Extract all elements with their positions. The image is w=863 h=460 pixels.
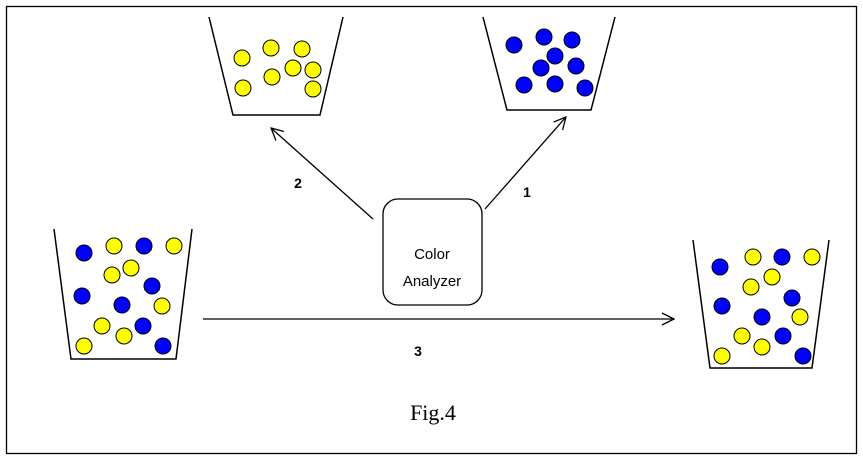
blue-ball bbox=[713, 297, 731, 315]
arrow-label-3: 3 bbox=[414, 343, 422, 359]
yellow-ball bbox=[763, 268, 781, 286]
yellow-ball bbox=[234, 79, 252, 97]
blue-ball bbox=[154, 337, 172, 355]
color-analyzer-box: Color Analyzer bbox=[382, 198, 483, 306]
blue-ball bbox=[134, 317, 152, 335]
yellow-ball bbox=[713, 347, 731, 365]
yellow-ball bbox=[304, 61, 322, 79]
blue-ball bbox=[505, 36, 523, 54]
yellow-ball bbox=[103, 266, 121, 284]
blue-ball bbox=[711, 258, 729, 276]
blue-ball bbox=[546, 47, 564, 65]
blue-ball bbox=[576, 79, 594, 97]
blue-ball bbox=[515, 76, 533, 94]
blue-ball bbox=[774, 327, 792, 345]
yellow-ball bbox=[293, 40, 311, 58]
blue-ball bbox=[753, 308, 771, 326]
yellow-ball bbox=[803, 248, 821, 266]
yellow-ball bbox=[93, 317, 111, 335]
yellow-ball bbox=[744, 248, 762, 266]
analyzer-box-outline bbox=[382, 198, 483, 306]
yellow-ball bbox=[742, 278, 760, 296]
blue-ball bbox=[783, 289, 801, 307]
yellow-ball bbox=[733, 327, 751, 345]
arrow-to-yellow-cup bbox=[271, 128, 374, 220]
blue-ball bbox=[75, 244, 93, 262]
yellow-ball bbox=[165, 237, 183, 255]
yellow-ball bbox=[262, 39, 280, 57]
figure-frame bbox=[5, 5, 858, 455]
yellow-ball bbox=[115, 327, 133, 345]
blue-ball bbox=[135, 237, 153, 255]
blue-ball bbox=[773, 248, 791, 266]
cup-blue-output bbox=[482, 16, 616, 111]
blue-ball bbox=[567, 57, 585, 75]
yellow-ball bbox=[153, 297, 171, 315]
yellow-ball bbox=[105, 237, 123, 255]
analyzer-label-line2: Analyzer bbox=[403, 273, 461, 290]
yellow-ball bbox=[753, 338, 771, 356]
blue-ball bbox=[546, 75, 564, 93]
figure-caption: Fig.4 bbox=[410, 400, 456, 425]
blue-ball bbox=[563, 31, 581, 49]
cup-yellow-output bbox=[208, 16, 344, 116]
yellow-ball bbox=[233, 49, 251, 67]
cup-source bbox=[53, 228, 193, 360]
blue-ball bbox=[532, 59, 550, 77]
cup-outline bbox=[53, 228, 193, 360]
blue-ball bbox=[73, 287, 91, 305]
yellow-ball bbox=[263, 68, 281, 86]
yellow-ball bbox=[122, 259, 140, 277]
cup-outline bbox=[208, 16, 344, 116]
blue-ball bbox=[794, 347, 812, 365]
cup-outline bbox=[692, 239, 830, 369]
blue-ball bbox=[143, 277, 161, 295]
cup-outline bbox=[482, 16, 616, 111]
arrow-label-1: 1 bbox=[523, 184, 531, 200]
blue-ball bbox=[113, 296, 131, 314]
cup-mixed-output bbox=[692, 239, 830, 369]
yellow-ball bbox=[791, 308, 809, 326]
arrow-to-blue-cup bbox=[484, 117, 566, 210]
yellow-ball bbox=[304, 80, 322, 98]
yellow-ball bbox=[75, 337, 93, 355]
arrow-label-2: 2 bbox=[294, 175, 302, 191]
yellow-ball bbox=[284, 59, 302, 77]
analyzer-label-line1: Color bbox=[414, 246, 450, 263]
blue-ball bbox=[535, 28, 553, 46]
